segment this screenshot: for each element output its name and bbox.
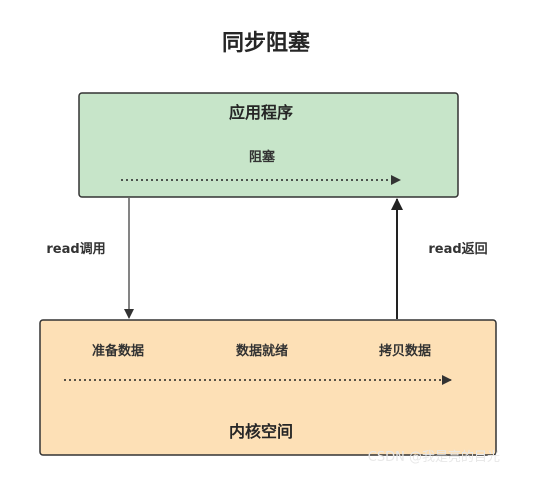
application-label: 应用程序 (228, 103, 294, 122)
kernel-space-box (39, 319, 497, 456)
kernel-space-label: 内核空间 (228, 422, 294, 441)
phase-copy-data: 拷贝数据 (378, 344, 432, 359)
blocking-label: 阻塞 (248, 150, 276, 165)
phase-data-ready: 数据就绪 (235, 344, 289, 359)
read-call-label: read调用 (46, 242, 106, 257)
application-box (78, 92, 459, 198)
read-return-label: read返回 (428, 242, 488, 257)
phase-prepare-data: 准备数据 (91, 344, 145, 359)
watermark: CSDN @我是亮的目光 (367, 450, 500, 465)
diagram-title: 同步阻塞 (221, 31, 311, 56)
